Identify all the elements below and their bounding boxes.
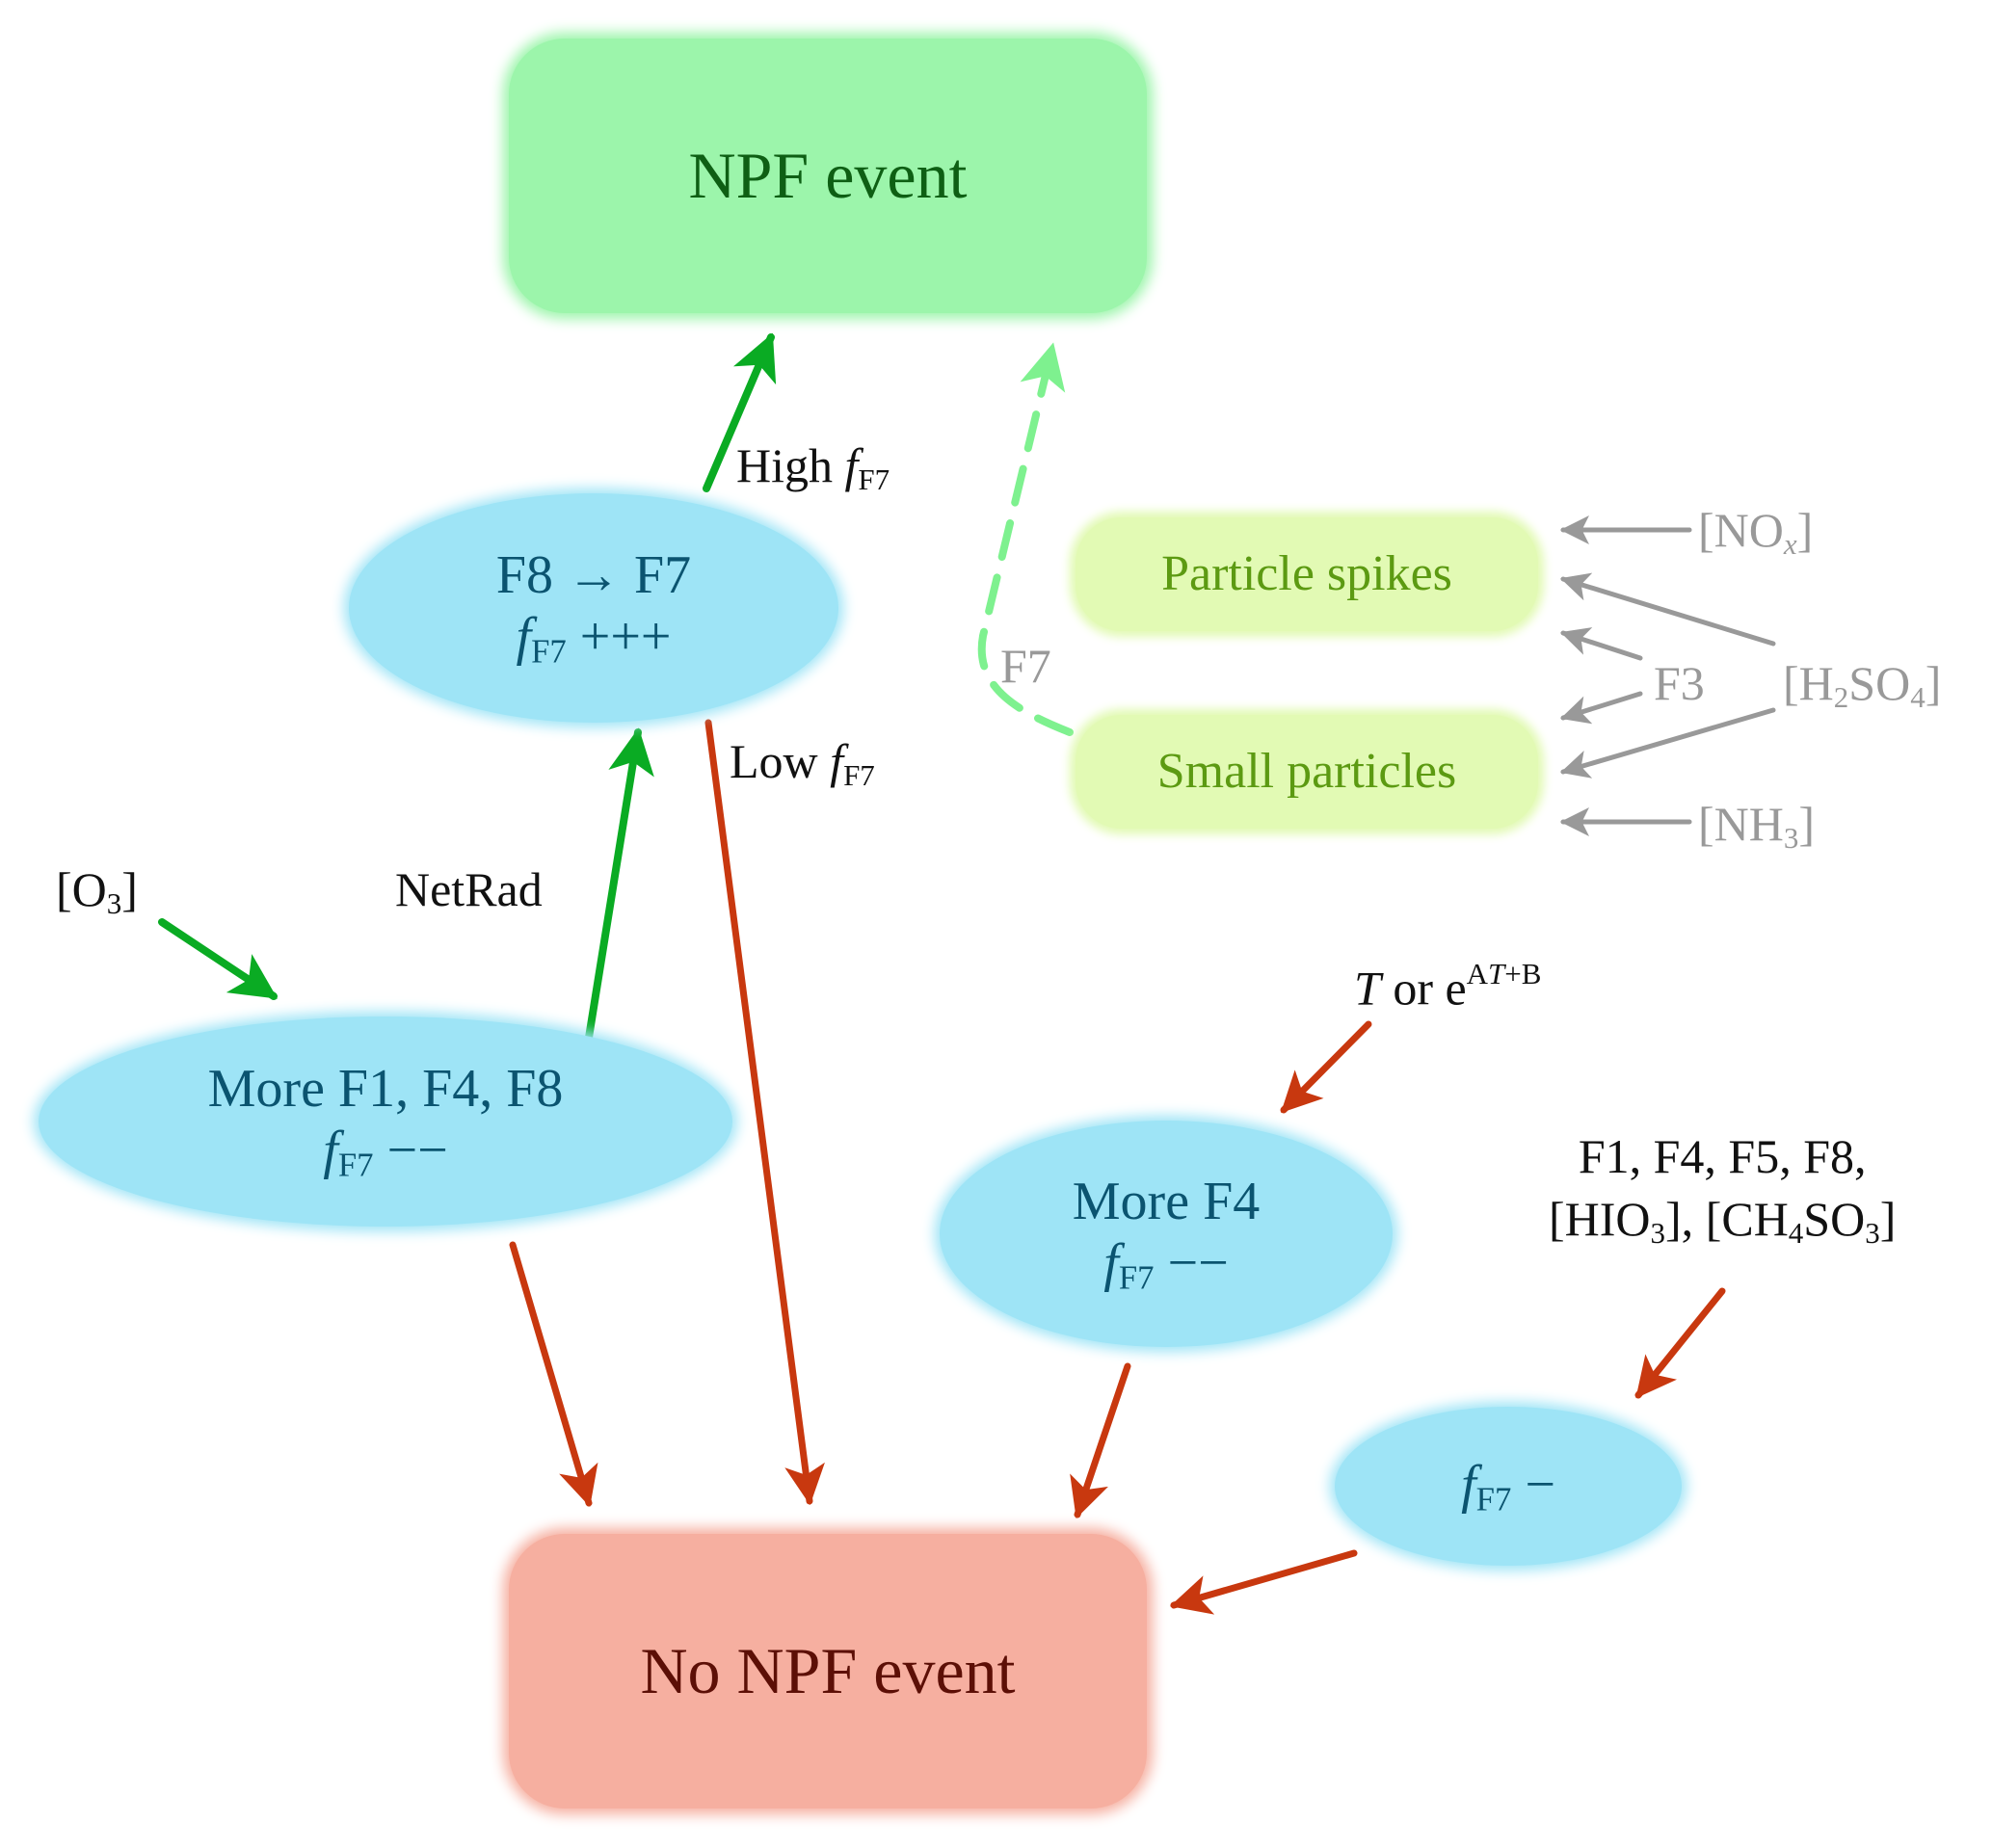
edge-high-ff7	[703, 332, 777, 492]
factors-line1: F1, F4, F5, F8,	[1578, 1129, 1867, 1183]
high-ff7-label: High fF7	[736, 438, 890, 496]
netrad-label: NetRad	[395, 862, 543, 916]
particle-spikes-label: Particle spikes	[1161, 546, 1452, 602]
low-ff7-label: Low fF7	[730, 734, 875, 792]
npf-event-node: NPF event	[509, 39, 1147, 313]
f7-dashed-label: F7	[1000, 639, 1051, 693]
ff7-minus-line: fF7 −	[1461, 1454, 1555, 1518]
particle-spikes-node: Particle spikes	[1076, 517, 1538, 631]
more-f4-line2: fF7 −−	[1103, 1232, 1229, 1297]
small-particles-label: Small particles	[1156, 744, 1457, 800]
more-f1-f4-f8-line1: More F1, F4, F8	[207, 1059, 564, 1119]
f8-to-f7-line2: fF7 +++	[516, 607, 672, 672]
edge-f3-to-small	[1560, 691, 1643, 725]
edge-more-f4-to-no-npf	[1070, 1362, 1131, 1518]
edge-f3-to-spikes	[1560, 627, 1643, 661]
f8-to-f7-line1: F8 → F7	[495, 545, 692, 605]
more-f4-line1: More F4	[1072, 1171, 1261, 1231]
more-f1-f4-f8-line2: fF7 −−	[323, 1121, 448, 1185]
no-npf-event-node: No NPF event	[509, 1534, 1147, 1808]
f3-label: F3	[1654, 656, 1705, 710]
no-npf-event-label: No NPF event	[640, 1634, 1016, 1708]
o3-label: [O3]	[56, 862, 138, 920]
h2so4-label: [H2SO4]	[1783, 656, 1942, 714]
nox-label: [NOx]	[1698, 503, 1814, 561]
edge-netrad	[584, 727, 654, 1047]
factors-line2: [HIO3], [CH4SO3]	[1549, 1192, 1897, 1250]
f8-to-f7-node: F8 → F7 fF7 +++	[349, 493, 838, 723]
factors-label: F1, F4, F5, F8, [HIO3], [CH4SO3]	[1549, 1125, 1896, 1253]
edge-f7-dashed	[977, 342, 1074, 736]
nh3-label: [NH3]	[1698, 797, 1816, 855]
temperature-label: T or eAT+B	[1354, 957, 1542, 1016]
edge-factors	[1634, 1287, 1726, 1399]
ff7-minus-node: fF7 −	[1335, 1407, 1682, 1566]
edge-h2so4-to-spikes	[1560, 572, 1776, 647]
edge-more-f1f4f8-to-no-npf	[509, 1241, 598, 1508]
more-f1-f4-f8-node: More F1, F4, F8 fF7 −−	[39, 1016, 732, 1227]
edge-temperature	[1280, 1020, 1372, 1114]
edge-o3	[158, 918, 278, 1000]
more-f4-node: More F4 fF7 −−	[940, 1121, 1393, 1347]
edge-low-ff7	[704, 719, 825, 1506]
small-particles-node: Small particles	[1076, 715, 1538, 829]
edge-ff7-minus-to-no-npf	[1169, 1549, 1358, 1615]
npf-event-label: NPF event	[688, 139, 968, 213]
edge-h2so4-to-small	[1560, 707, 1776, 779]
